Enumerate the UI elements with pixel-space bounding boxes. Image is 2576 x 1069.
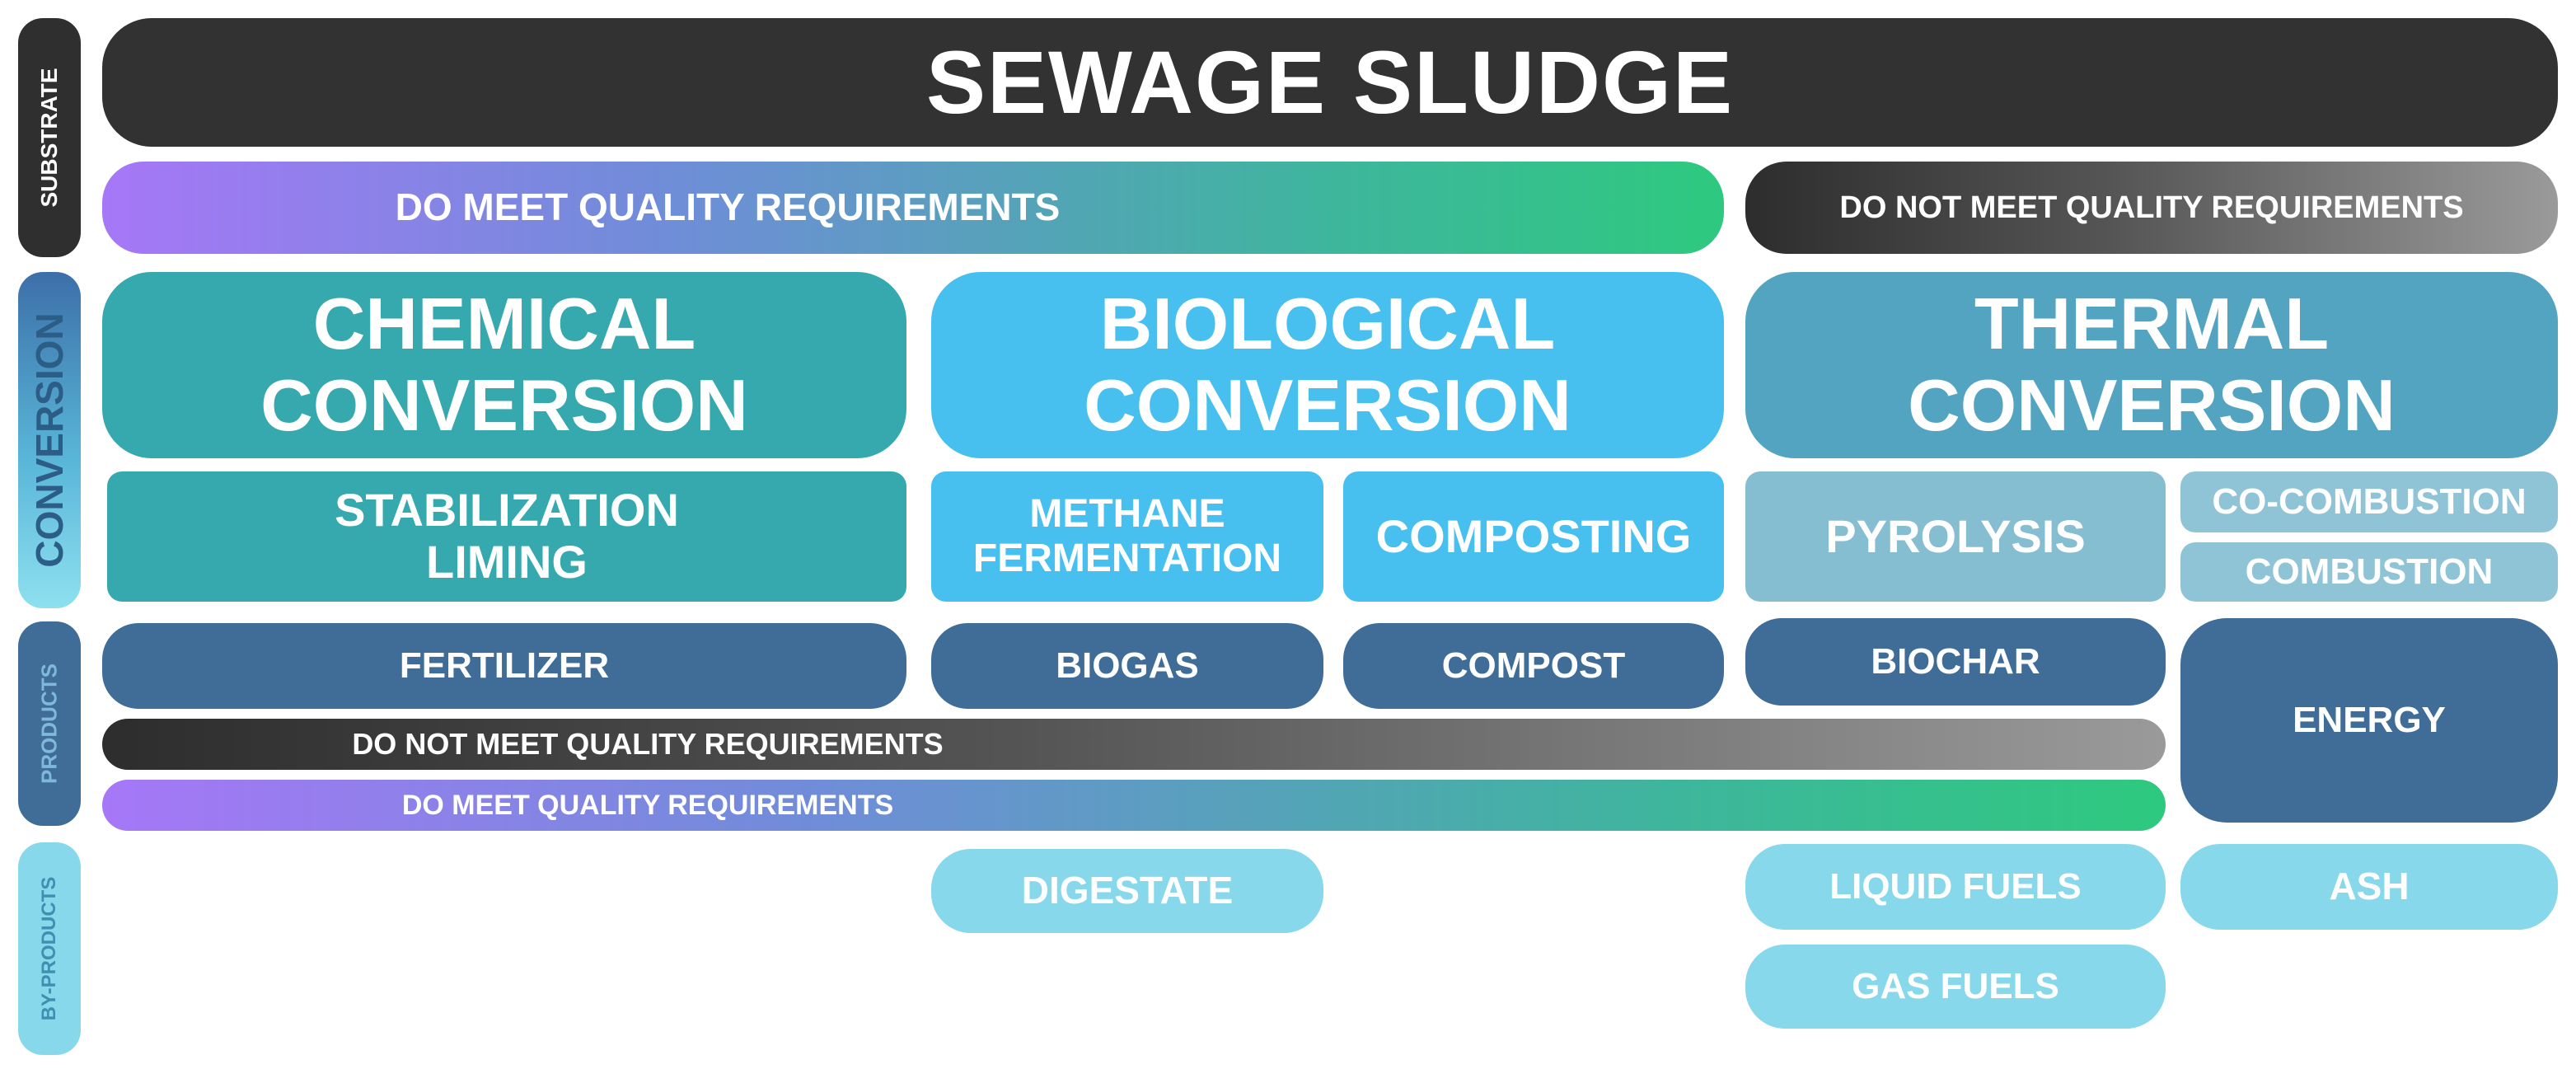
energy-label: ENERGY <box>2293 700 2446 741</box>
biological-line2: CONVERSION <box>1084 364 1571 446</box>
side-label-substrate: SUBSTRATE <box>18 18 81 257</box>
byproduct-gas-fuels: GAS FUELS <box>1745 945 2166 1029</box>
process-composting: COMPOSTING <box>1343 471 1724 602</box>
thermal-conversion: THERMAL CONVERSION <box>1745 272 2558 458</box>
process-combustion: COMBUSTION <box>2180 542 2558 602</box>
methane-line2: FERMENTATION <box>972 537 1282 580</box>
thermal-line1: THERMAL <box>1974 283 2330 365</box>
process-stabilization-liming: STABILIZATION LIMING <box>107 471 906 602</box>
pyrolysis-label: PYROLYSIS <box>1825 509 2086 562</box>
product-biogas: BIOGAS <box>931 623 1323 709</box>
liquid-fuels-label: LIQUID FUELS <box>1829 866 2082 907</box>
side-label-by-products: BY-PRODUCTS <box>18 842 81 1055</box>
chemical-conversion: CHEMICAL CONVERSION <box>102 272 906 458</box>
substrate-sewage-sludge: SEWAGE SLUDGE <box>102 18 2558 147</box>
digestate-label: DIGESTATE <box>1021 869 1234 912</box>
product-compost: COMPOST <box>1343 623 1724 709</box>
fertilizer-label: FERTILIZER <box>399 645 610 687</box>
process-methane-fermentation: METHANE FERMENTATION <box>931 471 1323 602</box>
side-label-conversion: CONVERSION <box>18 272 81 608</box>
side-label-products: PRODUCTS <box>18 621 81 826</box>
chemical-line2: CONVERSION <box>260 364 748 446</box>
quality-do-not-meet-products: DO NOT MEET QUALITY REQUIREMENTS <box>102 719 2166 770</box>
composting-label: COMPOSTING <box>1375 509 1692 562</box>
quality-do-meet-top: DO MEET QUALITY REQUIREMENTS <box>102 162 1724 254</box>
stabilization-line1: STABILIZATION <box>335 484 679 537</box>
compost-label: COMPOST <box>1441 645 1626 687</box>
ash-label: ASH <box>2329 865 2410 908</box>
chemical-line1: CHEMICAL <box>312 283 696 365</box>
byproduct-digestate: DIGESTATE <box>931 849 1323 933</box>
stabilization-line2: LIMING <box>426 536 588 588</box>
biological-line1: BIOLOGICAL <box>1099 283 1556 365</box>
methane-line1: METHANE <box>1029 492 1225 537</box>
byproduct-liquid-fuels: LIQUID FUELS <box>1745 844 2166 930</box>
product-fertilizer: FERTILIZER <box>102 623 906 709</box>
substrate-title: SEWAGE SLUDGE <box>925 31 1735 132</box>
process-pyrolysis: PYROLYSIS <box>1745 471 2166 602</box>
quality-do-not-meet-top: DO NOT MEET QUALITY REQUIREMENTS <box>1745 162 2558 254</box>
quality-do-not-meet-products-label: DO NOT MEET QUALITY REQUIREMENTS <box>352 726 944 761</box>
product-energy: ENERGY <box>2180 618 2558 823</box>
quality-do-meet-products-label: DO MEET QUALITY REQUIREMENTS <box>401 789 894 821</box>
side-label-conversion-text: CONVERSION <box>28 312 71 568</box>
biological-conversion: BIOLOGICAL CONVERSION <box>931 272 1724 458</box>
quality-do-meet-products: DO MEET QUALITY REQUIREMENTS <box>102 780 2166 831</box>
gas-fuels-label: GAS FUELS <box>1852 966 2059 1007</box>
process-co-combustion: CO-COMBUSTION <box>2180 471 2558 532</box>
side-label-products-text: PRODUCTS <box>36 663 62 784</box>
side-label-by-products-text: BY-PRODUCTS <box>38 876 60 1021</box>
byproduct-ash: ASH <box>2180 844 2558 930</box>
quality-do-not-meet-top-label: DO NOT MEET QUALITY REQUIREMENTS <box>1839 190 2464 225</box>
combustion-label: COMBUSTION <box>2245 551 2494 593</box>
side-label-substrate-text: SUBSTRATE <box>36 68 62 208</box>
co-combustion-label: CO-COMBUSTION <box>2212 481 2527 523</box>
quality-do-meet-top-label: DO MEET QUALITY REQUIREMENTS <box>395 185 1061 229</box>
biochar-label: BIOCHAR <box>1871 641 2040 682</box>
thermal-line2: CONVERSION <box>1908 364 2396 446</box>
biogas-label: BIOGAS <box>1056 645 1199 687</box>
product-biochar: BIOCHAR <box>1745 618 2166 706</box>
